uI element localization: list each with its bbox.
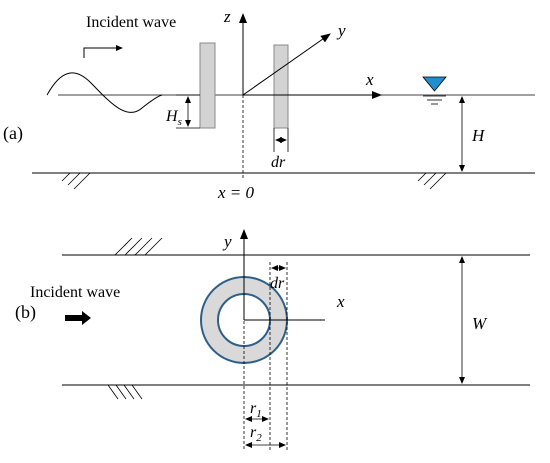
panel-b-lower-wall-hatch [107,384,143,400]
panel-a-hs-label: Hs [165,108,182,128]
panel-b-tag: (b) [15,302,36,323]
panel-a: (a) Incident wave z y x [3,7,535,202]
panel-b-upper-wall-hatch [114,237,163,256]
panel-b-width-label: W [472,314,488,333]
panel-a-origin-label: x = 0 [217,183,255,202]
panel-a-x-label: x [365,70,374,89]
panel-b-x-label: x [336,292,345,311]
panel-a-depth-label: H [471,126,486,145]
panel-b-r1-label: r1 [250,400,262,420]
panel-a-seabed-hatch-left [58,172,91,190]
panel-a-wave-direction-arrow [83,45,123,58]
panel-b-wave-direction-arrow-icon [65,311,91,325]
panel-a-water-level-marker-icon [422,76,447,92]
panel-b: (b) Incident wave y x [15,229,530,450]
panel-a-wave-curve [46,72,163,113]
panel-a-y-label: y [336,21,346,40]
panel-a-dr-label: dr [271,154,286,171]
panel-a-right-plate [273,44,289,129]
panel-b-dr-label: dr [270,275,285,292]
panel-b-r2-label: r2 [250,424,262,444]
panel-a-y-axis [242,33,331,96]
panel-a-left-plate [199,42,216,129]
panel-b-ring-fill [201,277,287,363]
panel-a-water-level-lines [423,95,446,105]
panel-a-incident-wave-label: Incident wave [86,14,176,31]
panel-b-incident-wave-label: Incident wave [30,284,120,301]
panel-a-tag: (a) [3,123,23,144]
panel-b-y-label: y [222,232,232,251]
panel-a-seabed-hatch-right [417,172,447,190]
panel-a-z-label: z [223,7,231,26]
